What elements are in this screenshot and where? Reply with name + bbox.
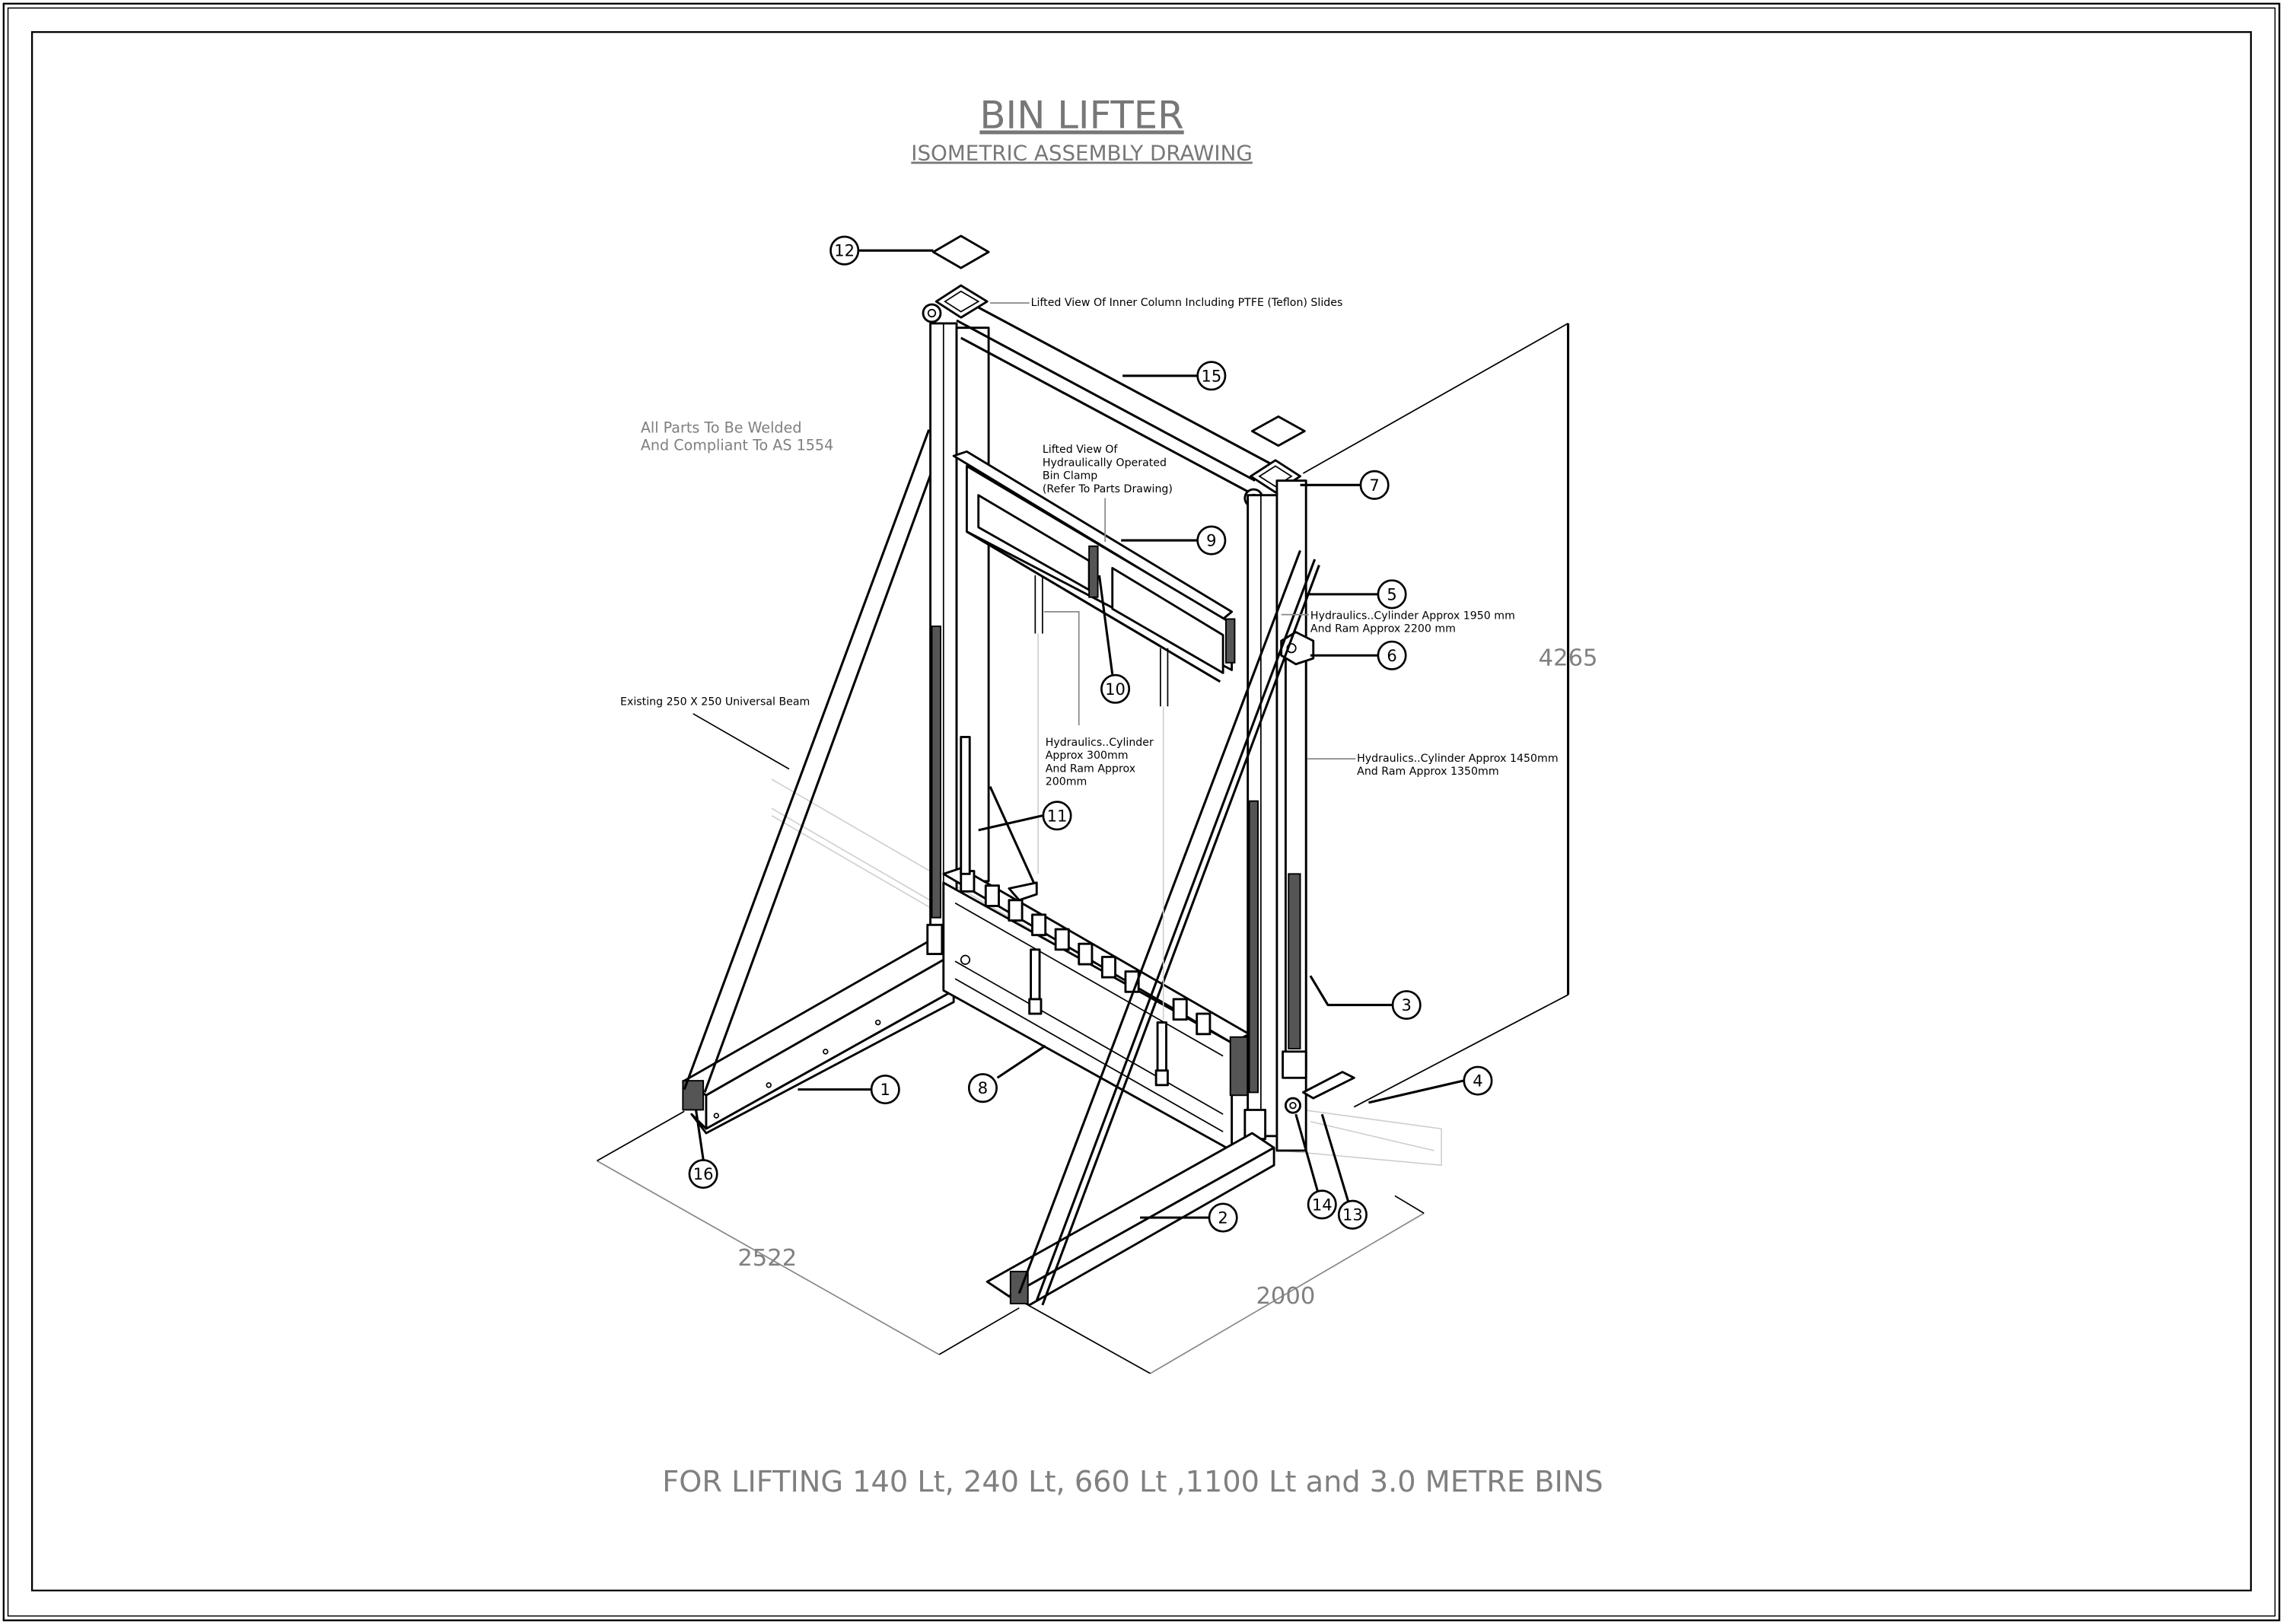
welding-note: All Parts To Be Welded And Compliant To … (641, 419, 833, 454)
balloon-10: 10 (1100, 673, 1131, 704)
drawing-subtitle: ISOMETRIC ASSEMBLY DRAWING (911, 141, 1253, 166)
balloon-3: 3 (1391, 990, 1422, 1021)
svg-text:5: 5 (1387, 584, 1396, 603)
clamp-teeth (960, 870, 1212, 1036)
svg-text:12: 12 (834, 241, 855, 260)
svg-text:9: 9 (1206, 531, 1216, 550)
sheet-outer-border-inner (7, 7, 2276, 1617)
svg-text:16: 16 (693, 1164, 714, 1183)
balloon-4: 4 (1463, 1065, 1493, 1096)
bin-clamp-note: Lifted View Of Hydraulically Operated Bi… (1043, 444, 1173, 495)
dimension-height-value: 4265 (1539, 645, 1598, 672)
balloon-9: 9 (1196, 525, 1227, 556)
top-beam (953, 293, 1271, 494)
balloon-15: 15 (1196, 361, 1227, 391)
lower-carriage-frame (942, 735, 1251, 1152)
svg-text:7: 7 (1369, 476, 1379, 495)
balloon-8: 8 (967, 1073, 998, 1103)
svg-text:13: 13 (1342, 1205, 1363, 1224)
svg-text:1: 1 (880, 1080, 890, 1099)
dimension-height: 4265 (1302, 323, 1598, 1108)
cylinder-300-note: Hydraulics..Cylinder Approx 300mm And Ra… (1046, 737, 1157, 788)
svg-text:14: 14 (1312, 1195, 1333, 1214)
footer-bin-sizes: FOR LIFTING 140 Lt, 240 Lt, 660 Lt ,1100… (662, 1465, 1603, 1499)
balloon-6: 6 (1377, 640, 1407, 670)
balloon-2: 2 (1208, 1202, 1238, 1233)
svg-text:10: 10 (1105, 680, 1126, 699)
balloon-7: 7 (1359, 470, 1390, 500)
right-diagonal-brace (1017, 549, 1320, 1306)
balloon-14: 14 (1307, 1189, 1337, 1220)
dimension-depth: 2522 (597, 1110, 1020, 1355)
universal-beam-note: Existing 250 X 250 Universal Beam (620, 696, 810, 708)
dimension-depth-value: 2522 (737, 1245, 797, 1272)
balloon-5: 5 (1377, 579, 1407, 610)
balloon-11: 11 (1042, 801, 1072, 831)
drawing-frame (30, 30, 2253, 1592)
svg-text:11: 11 (1047, 806, 1068, 825)
column-top-cap-left (922, 234, 990, 323)
left-column (926, 322, 990, 956)
drawing-title: BIN LIFTER (979, 93, 1183, 137)
bin-clamp (952, 450, 1236, 707)
svg-text:8: 8 (978, 1078, 988, 1097)
balloon-1: 1 (870, 1075, 900, 1105)
left-base-beam (682, 938, 955, 1135)
leader-lines (695, 249, 1464, 1219)
cylinder-1450-note: Hydraulics..Cylinder Approx 1450mm And R… (1357, 753, 1562, 778)
svg-text:6: 6 (1387, 646, 1396, 665)
balloon-16: 16 (688, 1159, 718, 1189)
balloon-12: 12 (829, 235, 860, 266)
dimension-width: 2000 (1027, 1195, 1425, 1374)
svg-text:2: 2 (1218, 1208, 1227, 1228)
svg-text:4: 4 (1473, 1072, 1482, 1091)
svg-text:15: 15 (1201, 366, 1221, 385)
svg-text:3: 3 (1402, 995, 1412, 1014)
outer-cylinder-column (1280, 631, 1355, 1114)
left-diagonal-brace (683, 429, 936, 1093)
end-cap-16 (682, 1080, 705, 1111)
cylinder-1950-note: Hydraulics..Cylinder Approx 1950 mm And … (1310, 610, 1518, 635)
balloon-13: 13 (1337, 1199, 1368, 1230)
dimension-width-value: 2000 (1256, 1283, 1315, 1310)
pivot-bush-14 (1284, 1097, 1301, 1114)
inner-column-note: Lifted View Of Inner Column Including PT… (1031, 297, 1343, 309)
